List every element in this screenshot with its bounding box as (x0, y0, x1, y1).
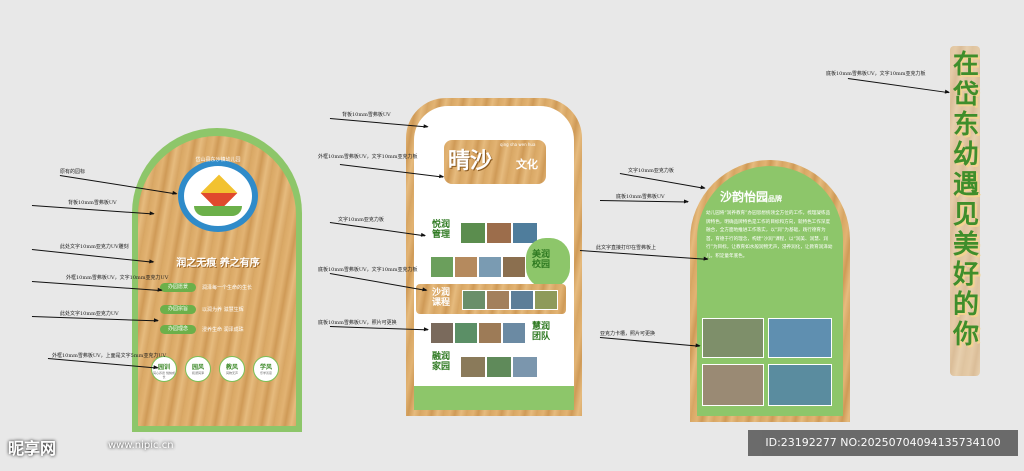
anno-base-right: 底板10mm雪弗板UV (616, 194, 665, 200)
anno-backing-middle: 背板10mm雪弗板UV (342, 112, 391, 118)
photo-campus-3 (478, 256, 502, 278)
tag-philosophy: 办园理念 (160, 325, 196, 334)
anno-text-acrylic-2: 此处文字10mm亚克力UV (60, 311, 119, 317)
brand-title-suffix: 品牌 (768, 195, 783, 203)
anno-frame-acrylic-board: 外框10mm雪弗板UV，文字10mm亚克力板 (318, 154, 418, 160)
culture-title-sub: 文化 (516, 158, 538, 171)
brand-paragraph: 幼儿园将“润养教育”办园思想统领全方位的工作，梳理凝练品牌特色，明确品牌特色是工… (706, 211, 833, 259)
photo-course-4 (534, 290, 558, 310)
section-campus-bottom: 校园 (532, 260, 551, 270)
section-management-bottom: 管理 (432, 230, 451, 240)
anno-acrylic-middle: 文字10mm亚克力板 (338, 217, 384, 223)
circle-study-style: 学风 乐学善思 (253, 356, 279, 382)
culture-title-en: qing sha wen hua (500, 142, 536, 147)
anno-acrylic-right: 文字10mm亚克力板 (628, 168, 674, 174)
school-emblem (178, 160, 258, 232)
photo-team-2 (454, 322, 478, 344)
campus-blob (526, 238, 570, 288)
arrow-13 (599, 200, 688, 203)
circle-teaching-style-sub: 润物无声 (225, 371, 238, 375)
culture-title-plate (444, 140, 546, 184)
watermark-id: ID:23192277 NO:20250704094135734100 (748, 430, 1018, 456)
middle-panel-bottom (414, 386, 574, 410)
photo-home-3 (512, 356, 538, 378)
circle-teaching-style-label: 教风 (225, 364, 238, 371)
anno-base-acrylic: 底板10mm雪弗板UV，文字10mm亚克力板 (318, 267, 418, 273)
photo-brand-2 (768, 318, 832, 358)
anno-original-logo: 原有的园标 (60, 169, 86, 175)
arrow-15 (599, 337, 700, 347)
emblem-badge-text: 岱山县东沙镇幼儿园 (195, 157, 241, 163)
circle-study-style-label: 学风 (259, 364, 272, 371)
section-management-top: 悦润 (432, 220, 451, 230)
photo-home-1 (460, 356, 486, 378)
photo-campus-1 (430, 256, 454, 278)
circle-school-style: 园风 和谐润泽 (185, 356, 211, 382)
photo-management-1 (460, 222, 486, 244)
anno-backing-left: 背板10mm雪弗板UV (68, 200, 117, 206)
anno-slogan-board: 底板10mm雪弗板UV，文字10mm亚克力板 (826, 71, 926, 77)
photo-campus-4 (502, 256, 526, 278)
slogan-post (950, 46, 980, 376)
brand-title-main: 沙韵怡园 (720, 190, 769, 204)
photo-team-4 (502, 322, 526, 344)
anno-base-photo: 底板10mm雪弗板UV，照片可更换 (318, 320, 397, 326)
tag-purpose: 办园宗旨 (160, 305, 196, 314)
section-campus-top: 美润 (532, 250, 551, 260)
photo-course-1 (462, 290, 486, 310)
tag-vision: 办园愿景 (160, 283, 196, 292)
section-home: 融润 家园 (432, 352, 450, 372)
anno-frame-text: 外框10mm雪弗板UV，文字10mm亚克力UV (66, 275, 169, 281)
photo-brand-1 (702, 318, 764, 358)
section-course: 沙润 课程 (432, 288, 450, 308)
left-panel-title: 润之无痕 养之有序 (176, 258, 260, 269)
section-management: 悦润 管理 (432, 220, 450, 240)
section-campus: 美润 校园 (532, 250, 550, 270)
photo-course-3 (510, 290, 534, 310)
section-course-top: 沙润 (432, 288, 451, 298)
section-team: 慧润 团队 (532, 322, 550, 342)
photo-team-3 (478, 322, 502, 344)
brand-title: 沙韵怡园品牌 (720, 188, 782, 205)
photo-course-2 (486, 290, 510, 310)
section-team-top: 慧润 (532, 322, 551, 332)
philosophy-text: 浸养生命 润泽成珠 (202, 327, 244, 333)
culture-title-main: 晴沙 (448, 149, 493, 174)
purpose-text: 以润为养 滋慧生辉 (202, 307, 244, 313)
circle-teaching-style: 教风 润物无声 (219, 356, 245, 382)
photo-team-1 (430, 322, 454, 344)
section-home-bottom: 家园 (432, 362, 451, 372)
photo-brand-3 (702, 364, 764, 406)
arrow-16 (847, 78, 950, 94)
vision-text: 润泽每一个生命的生长 (202, 285, 253, 291)
watermark-site: www.nipic.cn (108, 440, 174, 451)
watermark-logo: 昵享网 (8, 439, 57, 458)
circle-study-style-sub: 乐学善思 (259, 371, 272, 375)
circle-school-style-label: 园风 (191, 364, 204, 371)
section-course-bottom: 课程 (432, 298, 451, 308)
arrow-14 (579, 250, 708, 260)
photo-home-2 (486, 356, 512, 378)
slogan-text: 在岱东幼遇见美好的你 (952, 50, 979, 350)
arrow-12 (619, 173, 705, 189)
anno-acrylic-slot: 亚克力卡槽，照片可更换 (600, 331, 656, 337)
circle-motto-label: 园训 (157, 364, 170, 371)
photo-management-2 (486, 222, 512, 244)
circle-school-style-sub: 和谐润泽 (191, 371, 204, 375)
circle-motto-sub: 润心养德 悦纳成长 (153, 371, 175, 379)
photo-campus-2 (454, 256, 478, 278)
anno-frame-5mm: 外框10mm雪弗板UV，上面是文字5mm亚克力UV (52, 353, 167, 359)
emblem-grass (194, 206, 242, 216)
section-team-bottom: 团队 (532, 332, 551, 342)
section-home-top: 融润 (432, 352, 451, 362)
photo-brand-4 (768, 364, 832, 406)
anno-printed-text: 此文字直接打印在雪弗板上 (596, 245, 657, 251)
photo-management-3 (512, 222, 538, 244)
anno-text-acrylic-1: 此处文字10mm亚克力UV雕刻 (60, 244, 129, 250)
